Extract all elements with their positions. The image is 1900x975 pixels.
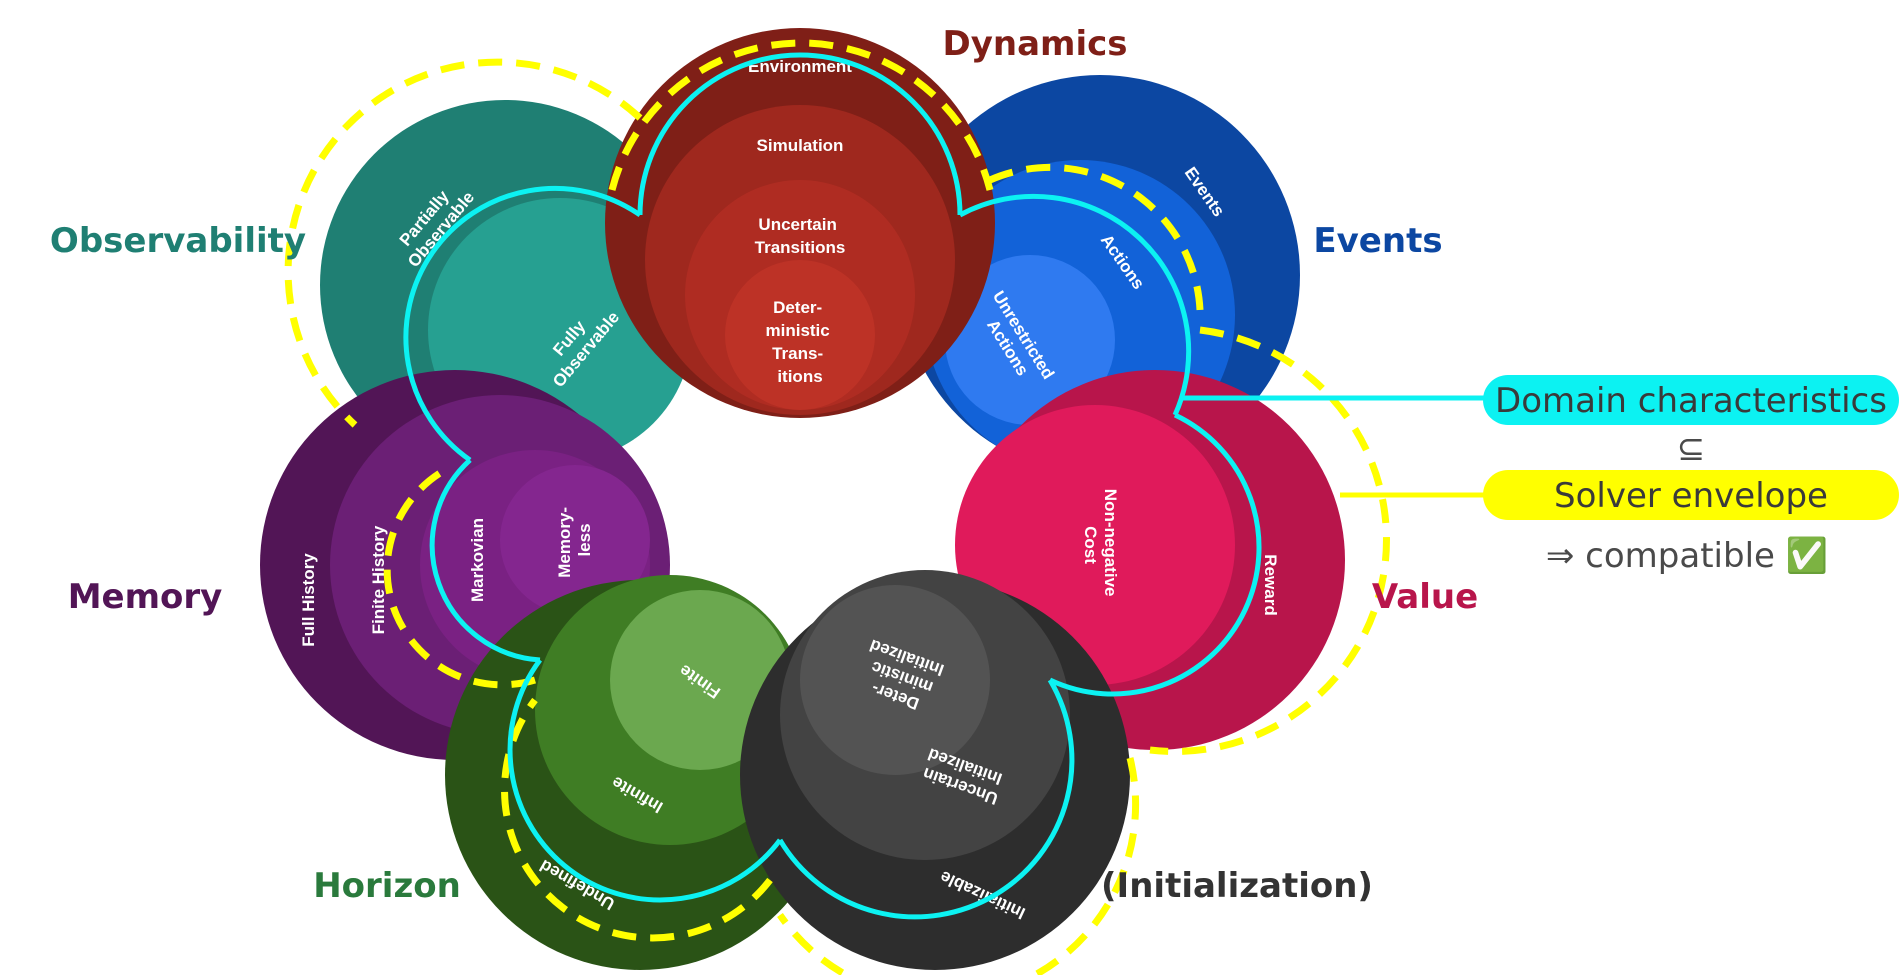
uncertain-transitions-label: Uncertain Transitions bbox=[755, 215, 846, 257]
category-memory: Memory bbox=[68, 577, 223, 617]
reward-label: Reward bbox=[1261, 554, 1280, 615]
memoryless-label: Memory- less bbox=[555, 502, 594, 578]
full-history-label: Full History bbox=[299, 553, 318, 647]
non-negative-cost-label: Non-negative Cost bbox=[1081, 489, 1120, 601]
deterministic-transitions-label: Deter- ministic Trans- itions bbox=[766, 298, 835, 386]
finite-history-label: Finite History bbox=[369, 525, 388, 634]
solver-legend-pill bbox=[1483, 470, 1899, 520]
initialization-group: Initializable Uncertain Initialized Dete… bbox=[740, 570, 1130, 970]
category-initialization: (Initialization) bbox=[1101, 866, 1373, 906]
memoryless-circle bbox=[500, 465, 650, 615]
environment-label: Environment bbox=[748, 57, 852, 76]
solver-legend-label: Solver envelope bbox=[1554, 476, 1828, 516]
dynamics-group: Environment Simulation Uncertain Transit… bbox=[605, 28, 995, 418]
domain-characteristics-outline bbox=[403, 52, 1262, 920]
simulation-label: Simulation bbox=[757, 136, 844, 155]
finite-horizon-circle bbox=[610, 590, 790, 770]
horizon-group: Undefined Infinite Finite bbox=[445, 575, 835, 970]
category-dynamics: Dynamics bbox=[942, 24, 1127, 64]
compatible-label: ⇒ compatible ✅ bbox=[1546, 536, 1828, 576]
category-events: Events bbox=[1313, 221, 1442, 261]
deterministic-transitions-circle bbox=[725, 260, 875, 410]
category-horizon: Horizon bbox=[313, 866, 461, 906]
solver-envelope-outline bbox=[284, 39, 1390, 975]
category-value: Value bbox=[1372, 577, 1478, 617]
unrestricted-actions-circle bbox=[945, 255, 1115, 425]
markovian-label: Markovian bbox=[468, 518, 487, 602]
category-observability: Observability bbox=[50, 221, 306, 261]
deterministic-initialized-circle bbox=[800, 585, 990, 775]
subset-symbol: ⊆ bbox=[1677, 429, 1706, 469]
legend: Domain characteristics ⊆ Solver envelope… bbox=[1180, 375, 1899, 576]
domain-legend-pill bbox=[1483, 375, 1899, 425]
domain-legend-label: Domain characteristics bbox=[1495, 381, 1887, 421]
